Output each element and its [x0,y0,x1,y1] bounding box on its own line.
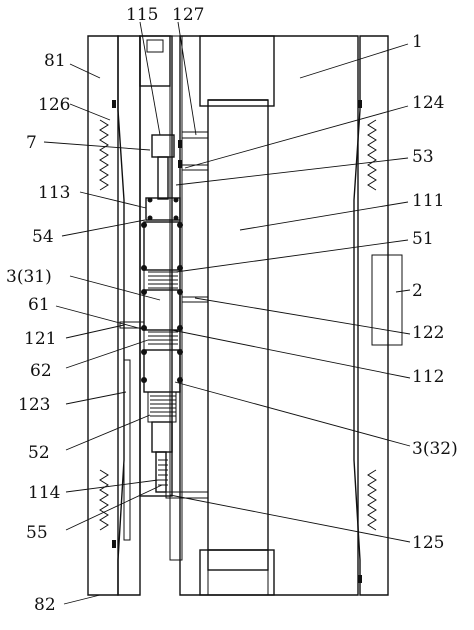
label-3-32: 3(32) [412,439,458,459]
label-61: 61 [28,295,50,315]
outer-sleeve [87,35,403,596]
piston-assembly [143,134,181,493]
threads [99,119,377,531]
label-62: 62 [30,361,52,381]
label-2: 2 [412,281,423,301]
top-plug [139,35,171,87]
label-113: 113 [38,183,70,203]
label-122: 122 [412,323,444,343]
label-125: 125 [412,533,444,553]
label-3-31: 3(31) [6,267,52,287]
label-127: 127 [172,5,204,25]
label-121: 121 [24,329,56,349]
left-wall [117,35,183,596]
label-82: 82 [34,595,56,615]
label-111: 111 [412,191,444,211]
seals [112,100,362,583]
leader-lines [43,21,411,605]
callout-labels: 115 127 1 81 126 124 7 53 113 111 54 51 … [6,5,458,615]
label-1: 1 [412,32,423,52]
label-112: 112 [412,367,444,387]
label-52: 52 [28,443,50,463]
label-81: 81 [44,51,66,71]
label-55: 55 [26,523,48,543]
main-body [179,35,359,596]
label-124: 124 [412,93,444,113]
label-54: 54 [32,227,54,247]
label-126: 126 [38,95,70,115]
label-115: 115 [126,5,158,25]
label-7: 7 [26,133,37,153]
springs [148,271,178,486]
label-123: 123 [18,395,50,415]
label-51: 51 [412,229,434,249]
label-53: 53 [412,147,434,167]
label-114: 114 [28,483,60,503]
